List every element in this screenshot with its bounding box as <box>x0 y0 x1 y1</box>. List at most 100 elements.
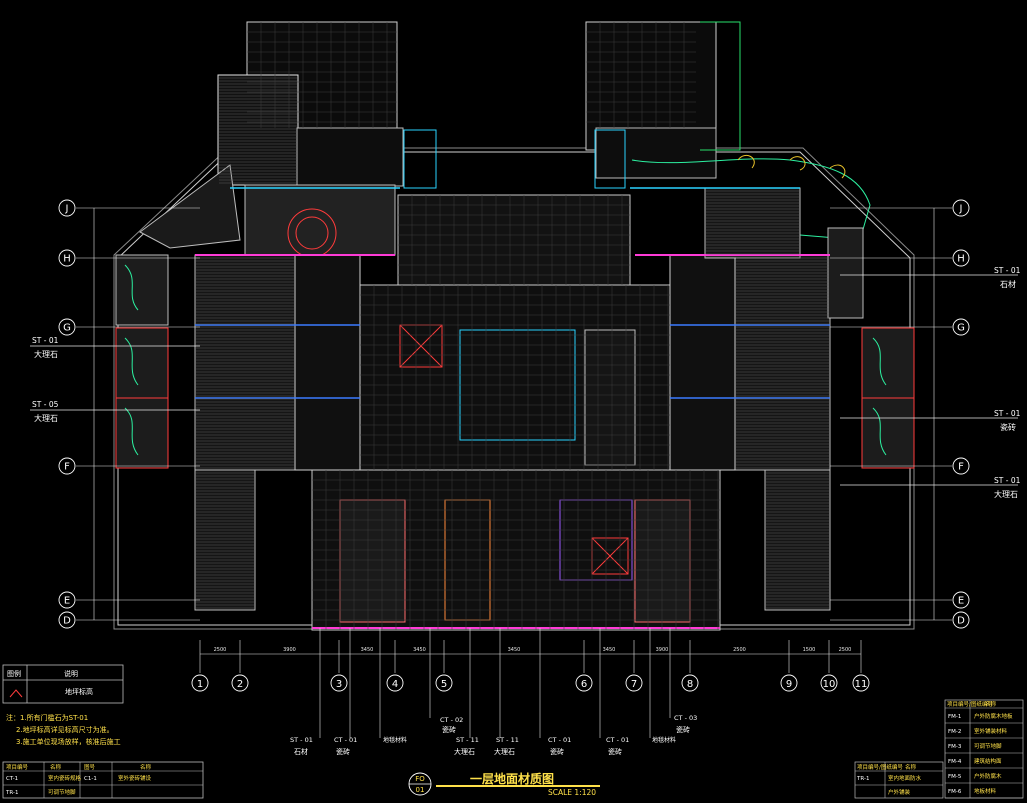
grid-bubble-row-left <box>58 318 76 336</box>
drawing-title: 一层地面材质图 <box>470 771 554 786</box>
left-table-cell: 室内瓷砖规格 <box>48 774 82 782</box>
right-table-header: 项目编号/图纸编号 <box>947 700 993 708</box>
right-table-name: 户外防腐木地板 <box>974 712 1013 720</box>
br-table-cell: 户外铺装 <box>888 788 911 796</box>
tag-bottom-name: 瓷砖 <box>676 725 690 734</box>
dim-text: 3900 <box>656 647 669 653</box>
grid-label-column: 8 <box>687 679 693 690</box>
right-table-code: FM-5 <box>948 774 962 780</box>
tag-left-code: ST - 05 <box>32 400 59 409</box>
plan-body <box>113 21 915 631</box>
tag-right-code: ST - 01 <box>994 476 1021 485</box>
grid-label-row-right: H <box>957 254 965 265</box>
grid-bubble-row-right <box>952 199 970 217</box>
tag-right-code: ST - 01 <box>994 409 1021 418</box>
tag-bottom-code: CT - 03 <box>674 714 697 722</box>
level-mark-icon <box>9 689 23 698</box>
grid-label-row-right: E <box>958 596 964 607</box>
tag-bottom-code: CT - 01 <box>334 736 357 744</box>
floor-hatching <box>196 22 829 630</box>
grid-label-row-right: F <box>958 462 964 473</box>
tag-bottom-name: 瓷砖 <box>550 747 564 756</box>
tag-left-name: 大理石 <box>34 349 58 359</box>
bottom-right-table: 项目编号/图纸编号 名称 TR-1 室内地面防水 户外铺装 <box>854 761 944 799</box>
legend-note: 注：1.所有门槛石为ST-01 <box>6 713 88 722</box>
grid-bubble-row-right <box>952 591 970 609</box>
drawing-title-block: FO 01 一层地面材质图 SCALE 1:120 <box>408 771 600 797</box>
left-table-header: 项目编号 <box>6 763 29 771</box>
grid-label-column: 6 <box>581 679 587 690</box>
grid-bubble-row-right <box>952 457 970 475</box>
grid-label-column: 10 <box>823 679 836 690</box>
grid-label-column: 11 <box>855 679 868 690</box>
grid-label-column: 2 <box>237 679 243 690</box>
grid-label-row-left: E <box>64 596 70 607</box>
left-table-cell: 室外瓷砖铺设 <box>118 774 152 782</box>
grid-label-row-right: J <box>959 204 963 215</box>
right-table-name: 可调节地脚 <box>974 742 1002 750</box>
tag-bottom-name: 大理石 <box>454 747 475 756</box>
left-table-cell: CT-1 <box>6 776 18 782</box>
tag-right-name: 石材 <box>1000 279 1016 289</box>
legend-row1: 地坪标高 <box>65 687 93 696</box>
left-table-header: 名称 <box>140 763 152 771</box>
grid-bubble-column <box>435 674 453 692</box>
grid-bubble-row-left <box>58 591 76 609</box>
grid-label-column: 7 <box>631 679 637 690</box>
tag-right-name: 大理石 <box>994 489 1018 499</box>
legend-col-desc: 说明 <box>64 669 78 678</box>
grid-bubble-row-right <box>952 318 970 336</box>
tag-bottom-name: 瓷砖 <box>442 725 456 734</box>
grid-bubble-column <box>852 674 870 692</box>
right-table-code: FM-4 <box>948 759 962 765</box>
br-table-header: 名称 <box>905 763 917 771</box>
grid-bubble-column <box>820 674 838 692</box>
right-table-name: 建筑结构面 <box>974 757 1002 765</box>
grid-label-row-left: D <box>63 616 71 627</box>
left-table-header: 图号 <box>84 763 96 771</box>
tag-bottom-name: 瓷砖 <box>608 747 622 756</box>
grid-label-row-left: F <box>64 462 70 473</box>
sheet-bottom: 01 <box>416 786 425 794</box>
tag-bottom-code: CT - 02 <box>440 716 463 724</box>
legend-note: 3.施工单位现场放样，核准后施工 <box>16 737 121 746</box>
grid-label-column: 3 <box>336 679 342 690</box>
tag-bottom-name: 大理石 <box>494 747 515 756</box>
sheet-top: FO <box>415 775 425 783</box>
br-table-cell: 室内地面防水 <box>888 774 922 782</box>
dim-text: 3450 <box>413 647 426 653</box>
grid-label-column: 1 <box>197 679 203 690</box>
tag-bottom-code: CT - 01 <box>606 736 629 744</box>
grid-bubble-column <box>625 674 643 692</box>
bottom-tag-labels: ST - 01 石材 CT - 01 瓷砖 地毯材料 CT - 02 瓷砖 ST… <box>290 714 697 756</box>
tag-bottom-name: 地毯材料 <box>652 736 676 744</box>
grid-bubble-column <box>575 674 593 692</box>
grid-bubble-row-right <box>952 249 970 267</box>
tag-left-code: ST - 01 <box>32 336 59 345</box>
left-table: 项目编号 名称 图号 名称 CT-1 室内瓷砖规格 C1-1 室外瓷砖铺设 TR… <box>2 761 204 799</box>
grid-label-row-left: G <box>63 323 71 334</box>
bottom-material-tags <box>319 628 671 738</box>
drawing-scale: SCALE 1:120 <box>548 788 596 797</box>
tag-bottom-code: CT - 01 <box>548 736 571 744</box>
dim-text: 2500 <box>733 647 746 653</box>
dim-text: 2500 <box>214 647 227 653</box>
dim-text: 2500 <box>839 647 852 653</box>
left-table-header: 名称 <box>50 763 62 771</box>
legend-panel: 图例 说明 地坪标高 注：1.所有门槛石为ST-01 2.地坪标高详见标高尺寸为… <box>2 664 124 746</box>
tag-right-name: 瓷砖 <box>1000 422 1016 432</box>
dim-text: 3900 <box>283 647 296 653</box>
legend-note: 2.地坪标高详见标高尺寸为准。 <box>16 725 114 734</box>
grid-bubble-row-right <box>952 611 970 629</box>
grid-bubble-row-left <box>58 457 76 475</box>
grid-bubble-column <box>231 674 249 692</box>
right-table-name: 地板材料 <box>974 787 997 795</box>
grid-bubble-row-left <box>58 199 76 217</box>
tag-bottom-code: ST - 11 <box>496 736 519 744</box>
grid-bubble-column <box>330 674 348 692</box>
grid-label-column: 5 <box>441 679 447 690</box>
grid-bubble-column <box>780 674 798 692</box>
